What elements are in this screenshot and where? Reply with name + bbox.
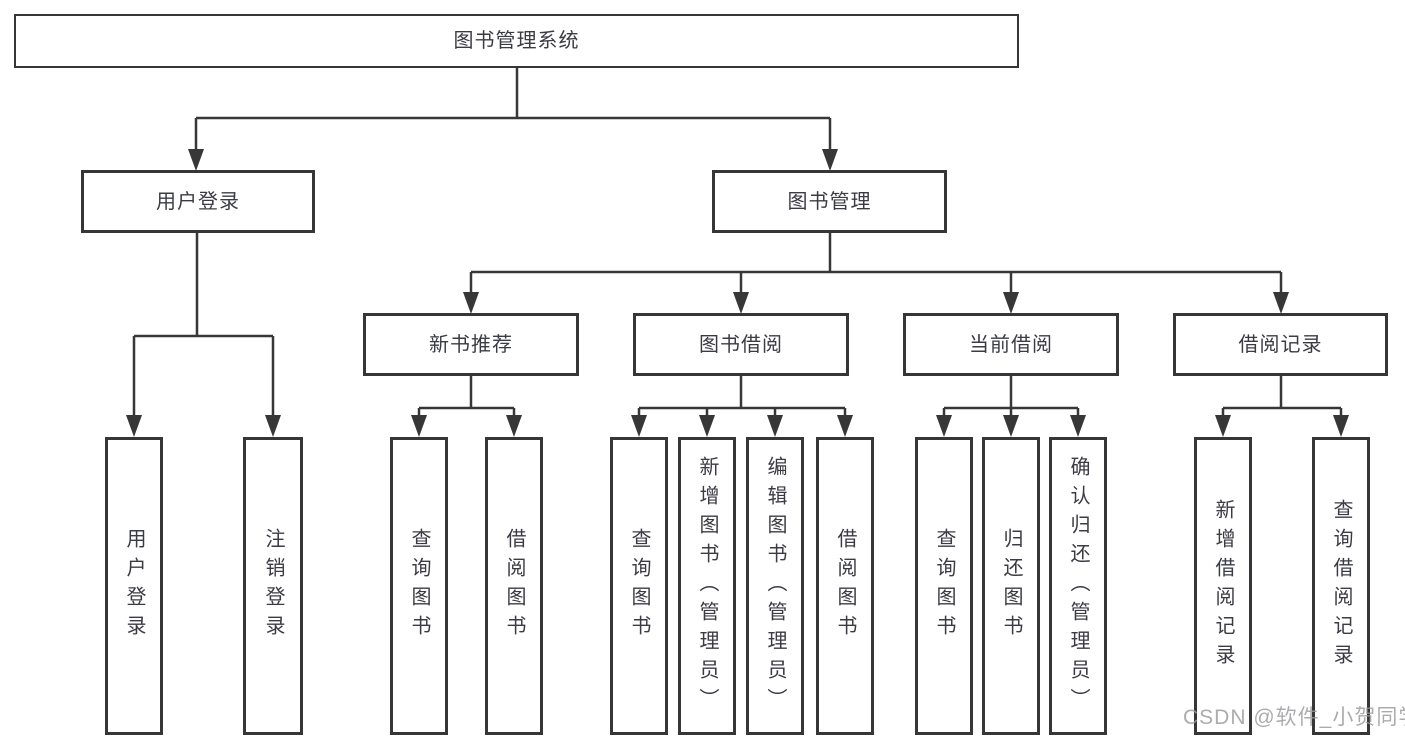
node-new-book-recommend: 新书推荐 — [363, 313, 579, 376]
node-edit-book-admin: 编辑图书（管理员） — [746, 437, 804, 735]
connector-current-borrowing-branch — [936, 376, 1086, 437]
node-add-book-admin: 新增图书（管理员） — [678, 437, 736, 735]
watermark-text: CSDN @软件_小贺同学 — [1183, 706, 1405, 729]
node-confirm-return-admin: 确认归还（管理员） — [1049, 437, 1107, 735]
node-query-books-recommend: 查询图书 — [390, 437, 448, 735]
node-add-borrow-record: 新增借阅记录 — [1194, 437, 1252, 735]
node-library-management-system: 图书管理系统 — [14, 14, 1019, 68]
node-query-books-borrowing: 查询图书 — [610, 437, 668, 735]
connector-user-login-branch — [126, 233, 281, 437]
connector-book-management-branch — [463, 233, 1289, 314]
node-book-management: 图书管理 — [712, 170, 947, 233]
connector-root-to-level2 — [188, 68, 838, 171]
node-book-borrowing: 图书借阅 — [633, 313, 849, 376]
connector-new-book-recommend-branch — [411, 376, 522, 437]
node-borrowing-records: 借阅记录 — [1173, 313, 1388, 376]
node-borrow-books-recommend: 借阅图书 — [485, 437, 543, 735]
node-borrow-books: 借阅图书 — [816, 437, 874, 735]
node-query-borrow-record: 查询借阅记录 — [1312, 437, 1370, 735]
connector-borrowing-records-branch — [1215, 376, 1349, 437]
node-user-login-branch: 用户登录 — [81, 170, 315, 233]
connector-book-borrowing-branch — [631, 376, 853, 437]
node-user-login: 用户登录 — [105, 437, 163, 735]
node-query-books-current: 查询图书 — [915, 437, 973, 735]
node-return-books: 归还图书 — [982, 437, 1040, 735]
node-logout: 注销登录 — [243, 437, 303, 735]
node-current-borrowing: 当前借阅 — [903, 313, 1119, 376]
